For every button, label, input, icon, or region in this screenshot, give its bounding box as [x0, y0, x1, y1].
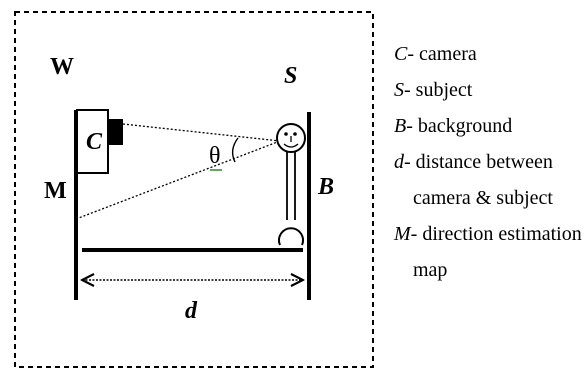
legend-text: - camera — [407, 43, 477, 65]
map-label-m: M — [44, 178, 67, 204]
sight-line-lower — [75, 140, 281, 220]
dashed-frame — [14, 11, 374, 368]
legend-symbol: C — [394, 43, 408, 65]
angle-arc — [231, 137, 239, 163]
legend-symbol: S — [394, 79, 404, 101]
background-label-b: B — [317, 174, 334, 200]
legend-symbol: d — [394, 151, 404, 173]
frame-label-w: W — [50, 54, 74, 80]
legend-symbol: M — [394, 223, 411, 245]
legend-text: - subject — [404, 79, 473, 101]
legend-item-map-cont: map — [413, 259, 448, 281]
legend-item-distance-cont: camera & subject — [413, 187, 553, 209]
legend-text: - direction estimation — [410, 223, 582, 245]
legend-item-distance: d- distance between — [394, 144, 582, 180]
legend-item-subject: S- subject — [394, 72, 582, 108]
camera-lens — [108, 119, 123, 145]
subject-base — [278, 227, 304, 246]
subject-label-s: S — [284, 63, 297, 89]
distance-label-d: d — [185, 298, 198, 324]
legend-item-camera: C- camera — [394, 36, 582, 72]
legend-symbol: B — [394, 115, 407, 137]
legend-text: - background — [406, 115, 513, 137]
legend-item-map: M- direction estimation — [394, 216, 582, 252]
camera-label-c: C — [86, 129, 103, 155]
legend-text: - distance between — [404, 151, 553, 173]
sight-line-upper — [122, 123, 281, 142]
legend: C- camera S- subject B- background d- di… — [394, 36, 582, 288]
subject-figure — [276, 123, 306, 246]
legend-item-background: B- background — [394, 108, 582, 144]
angle-label-theta: θ — [209, 143, 221, 169]
